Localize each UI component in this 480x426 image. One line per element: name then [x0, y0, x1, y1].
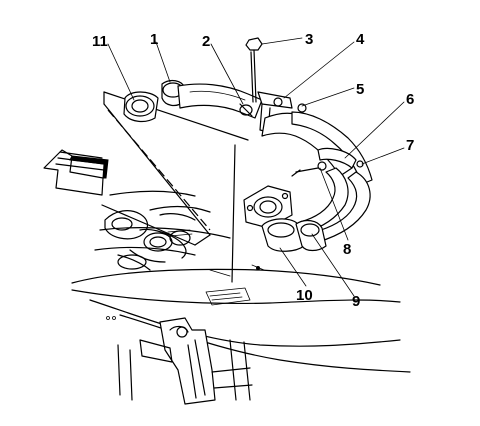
- leader-lines: [107, 37, 405, 297]
- callout-7: 7: [406, 137, 414, 154]
- leader-7: [361, 147, 405, 165]
- leader-9: [311, 233, 355, 297]
- bolt-3: [245, 37, 263, 103]
- mount-bracket: [117, 317, 253, 405]
- leader-11: [107, 43, 135, 101]
- callout-11: 11: [92, 33, 108, 50]
- leader-3: [261, 37, 303, 45]
- vehicle-underbody: [71, 190, 411, 373]
- callout-5: 5: [356, 81, 364, 98]
- leader-10: [279, 247, 307, 287]
- callout-3: 3: [305, 31, 313, 48]
- callout-4: 4: [356, 31, 365, 48]
- callout-9: 9: [352, 293, 360, 310]
- callout-2: 2: [202, 33, 210, 50]
- callout-10: 10: [296, 287, 313, 304]
- leader-1: [155, 41, 171, 83]
- leader-5: [301, 87, 355, 107]
- inset-engine-detail: [104, 210, 196, 270]
- leader-8: [319, 167, 349, 241]
- callout-8: 8: [343, 241, 351, 258]
- clamp-2: [239, 103, 253, 117]
- upper-pipe-assembly: [123, 79, 263, 123]
- inset-outline: [101, 91, 249, 283]
- leader-6: [344, 101, 405, 159]
- leader-4: [283, 41, 355, 99]
- callout-6: 6: [406, 91, 414, 108]
- leader-2: [210, 43, 244, 105]
- front-direction-arrow: [43, 149, 109, 196]
- callout-1: 1: [150, 31, 158, 48]
